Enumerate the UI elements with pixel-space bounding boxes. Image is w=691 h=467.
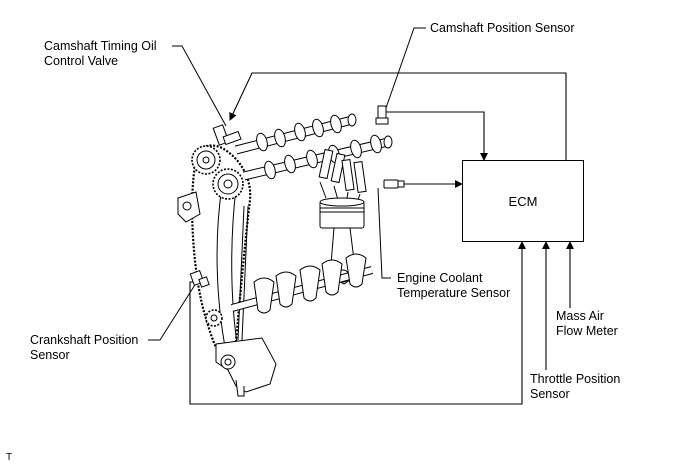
piston — [319, 197, 365, 229]
ecm-label: ECM — [508, 193, 538, 209]
camshaft-position-sensor-body — [375, 105, 389, 125]
label-line: Flow Meter — [556, 324, 618, 338]
ocv-leader — [172, 45, 227, 127]
coolant-leader — [377, 187, 391, 279]
label-line: Engine Coolant — [397, 271, 483, 285]
crankshaft-position-sensor-body — [189, 270, 210, 288]
label-camshaft-position-sensor: Camshaft Position Sensor — [430, 21, 575, 35]
leader-lines — [148, 27, 426, 341]
engine-illustration — [177, 105, 405, 397]
ecm-to-ocv-line — [229, 72, 567, 160]
coolant-temp-sensor-body — [383, 179, 405, 189]
label-line: Sensor — [30, 348, 70, 362]
label-line: Sensor — [530, 387, 570, 401]
oil-pump-housing — [215, 337, 277, 393]
cam-sensor-leader — [385, 27, 426, 109]
label-camshaft-timing-oil-control-valve: Camshaft Timing Oil Control Valve — [44, 39, 157, 69]
label-line: Control Valve — [44, 54, 119, 68]
upper-camshaft — [234, 113, 357, 155]
label-line: Crankshaft Position — [30, 333, 139, 347]
valve-assembly — [318, 148, 367, 207]
label-line: Camshaft Timing Oil — [44, 39, 157, 53]
label-line: Throttle Position — [530, 372, 621, 386]
crankshaft — [230, 253, 374, 314]
oil-control-valve — [212, 124, 242, 146]
timing-chain-guide — [216, 185, 239, 353]
label-mass-air-flow-meter: Mass Air Flow Meter — [556, 309, 618, 339]
cam-sensor-to-ecm-line — [384, 111, 488, 161]
timing-chain — [191, 144, 252, 358]
label-crankshaft-position-sensor: Crankshaft Position Sensor — [30, 333, 138, 363]
label-line: Temperature Sensor — [397, 286, 511, 300]
intake-cam-sprocket — [212, 168, 244, 200]
label-line: Mass Air — [556, 309, 604, 323]
corner-mark: T — [6, 452, 13, 463]
crank-sprocket — [205, 309, 223, 327]
label-throttle-position-sensor: Throttle Position Sensor — [530, 372, 620, 402]
exhaust-cam-sprocket — [191, 145, 221, 175]
crank-leader — [148, 279, 199, 341]
label-engine-coolant-temperature-sensor: Engine Coolant Temperature Sensor — [397, 271, 510, 301]
ecm-box: ECM — [462, 160, 584, 242]
